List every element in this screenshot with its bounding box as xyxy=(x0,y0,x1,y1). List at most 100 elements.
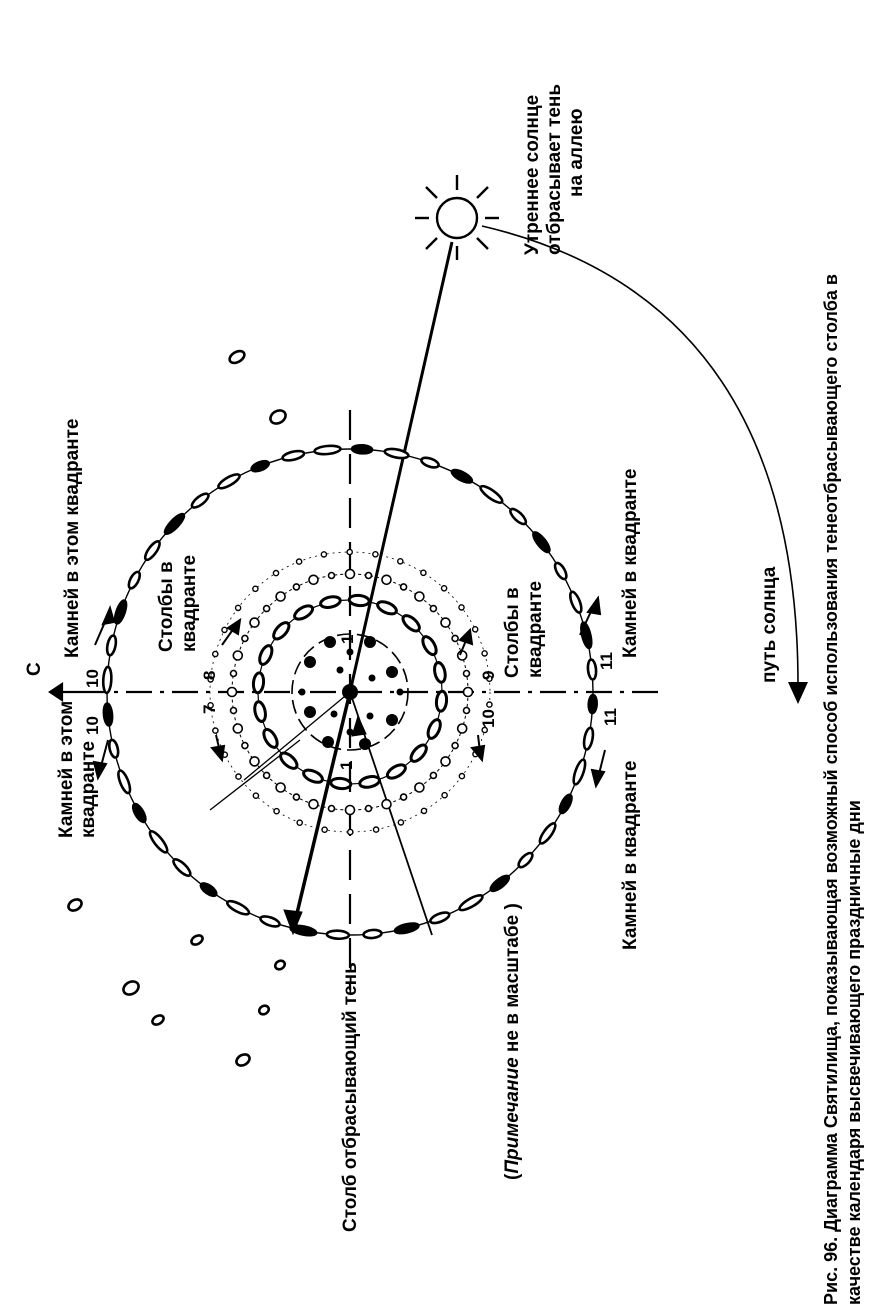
inner-stone xyxy=(434,689,449,713)
middle-post xyxy=(451,741,459,750)
outer-stone xyxy=(113,599,128,625)
middle-post xyxy=(249,617,260,628)
middle-post xyxy=(292,793,301,801)
inner-stone xyxy=(279,751,299,770)
middle-post-small xyxy=(296,819,304,827)
middle-post xyxy=(226,686,238,698)
axis-lines xyxy=(48,410,660,990)
avenue-stone xyxy=(235,1053,251,1067)
middle-post xyxy=(249,756,260,767)
inner-stone xyxy=(433,661,447,684)
middle-post xyxy=(344,568,356,580)
outer-stone xyxy=(217,473,241,490)
middle-post-small xyxy=(471,626,479,633)
core-post xyxy=(304,706,316,718)
avenue-stone xyxy=(151,1014,165,1026)
outer-stone xyxy=(289,924,318,937)
outer-stone xyxy=(580,621,593,650)
outer-stone xyxy=(102,702,114,727)
sun-text-line1: Утреннее солнце xyxy=(522,95,543,255)
middle-post xyxy=(456,723,468,734)
core-post xyxy=(346,648,354,656)
inner-arrow-head xyxy=(351,714,367,737)
label-top-inner-2: квадранте xyxy=(179,555,200,652)
middle-post xyxy=(327,804,336,813)
number-7: 7 xyxy=(200,705,219,714)
label-top-inner-1: Столбы в xyxy=(156,561,177,652)
central-posts xyxy=(291,633,409,751)
middle-post-small xyxy=(252,792,260,800)
inner-stone xyxy=(426,718,442,740)
middle-post-small xyxy=(481,650,488,657)
middle-post xyxy=(414,782,425,793)
core-post xyxy=(324,636,336,648)
middle-post xyxy=(292,583,301,591)
sun-path xyxy=(481,225,808,704)
middle-post-small xyxy=(252,585,259,593)
outer-stone xyxy=(450,468,474,484)
core-post xyxy=(368,674,376,682)
label-bottom-inner-1: Столбы в xyxy=(502,587,523,678)
middle-post xyxy=(456,650,468,661)
inner-stone xyxy=(293,604,315,621)
outer-stone xyxy=(568,590,583,614)
outer-stone xyxy=(250,459,270,473)
label-top-outer: Камней в этом квадранте xyxy=(62,419,83,659)
number-10c: 10 xyxy=(479,709,498,728)
middle-post xyxy=(381,798,392,810)
outer-stone xyxy=(101,665,113,695)
outer-stone xyxy=(281,449,306,462)
middle-post xyxy=(308,574,319,586)
inner-stone xyxy=(302,768,324,784)
core-post xyxy=(386,714,398,726)
middle-post-small xyxy=(346,548,354,556)
label-bottom-outer-left: Камней в квадранте xyxy=(620,761,641,951)
avenue-stone xyxy=(190,934,204,946)
middle-post xyxy=(462,686,474,698)
label-left-outer-1: Камней в этом xyxy=(56,701,77,838)
caption-bold: Рис. 96. xyxy=(821,1237,841,1305)
figure-caption-line2: качестве календаря высвечивающего праздн… xyxy=(844,800,864,1305)
middle-post-ring xyxy=(207,548,493,836)
scale-note-open: ( xyxy=(502,1173,523,1180)
avenue-stone xyxy=(228,349,246,365)
middle-post xyxy=(364,571,373,580)
middle-post xyxy=(414,591,425,602)
middle-post-small xyxy=(441,791,448,799)
inner-stone xyxy=(376,600,398,616)
caption-line1: Диаграмма Святилища, показывающая возмож… xyxy=(821,274,841,1237)
outer-stone xyxy=(538,822,557,845)
middle-post-small xyxy=(458,772,466,780)
sun-icon xyxy=(415,175,499,260)
middle-post xyxy=(381,574,392,586)
quadrant-arrows xyxy=(92,595,606,789)
middle-post xyxy=(462,669,471,678)
middle-post xyxy=(262,604,271,613)
middle-post-small xyxy=(212,727,219,734)
number-1b: 1 xyxy=(337,761,356,770)
middle-post-small xyxy=(273,807,280,815)
number-11b: 11 xyxy=(601,708,620,726)
inner-stone xyxy=(401,614,421,633)
core-post xyxy=(359,738,371,750)
stone-avenue xyxy=(67,349,287,1067)
shadow-arrow-head xyxy=(283,909,303,936)
inner-stone xyxy=(329,776,353,791)
inner-stone xyxy=(272,621,291,641)
avenue-stone xyxy=(67,898,83,912)
inner-stone xyxy=(319,595,342,609)
avenue-stone xyxy=(269,409,287,425)
figure-caption-line1: Рис. 96. Диаграмма Святилища, показывающ… xyxy=(821,274,841,1305)
core-post xyxy=(346,728,354,736)
north-arrow-head xyxy=(48,681,64,703)
thin-line-left-1 xyxy=(243,691,351,781)
middle-ring-circle-outer xyxy=(209,551,491,833)
outer-stone xyxy=(143,540,161,562)
outer-stone xyxy=(350,443,374,455)
inner-stone xyxy=(258,644,274,666)
outer-stone xyxy=(362,928,383,940)
outer-stone xyxy=(127,570,142,590)
outer-stone xyxy=(163,512,186,535)
middle-post xyxy=(275,591,286,602)
outer-stone-ring xyxy=(101,443,599,941)
